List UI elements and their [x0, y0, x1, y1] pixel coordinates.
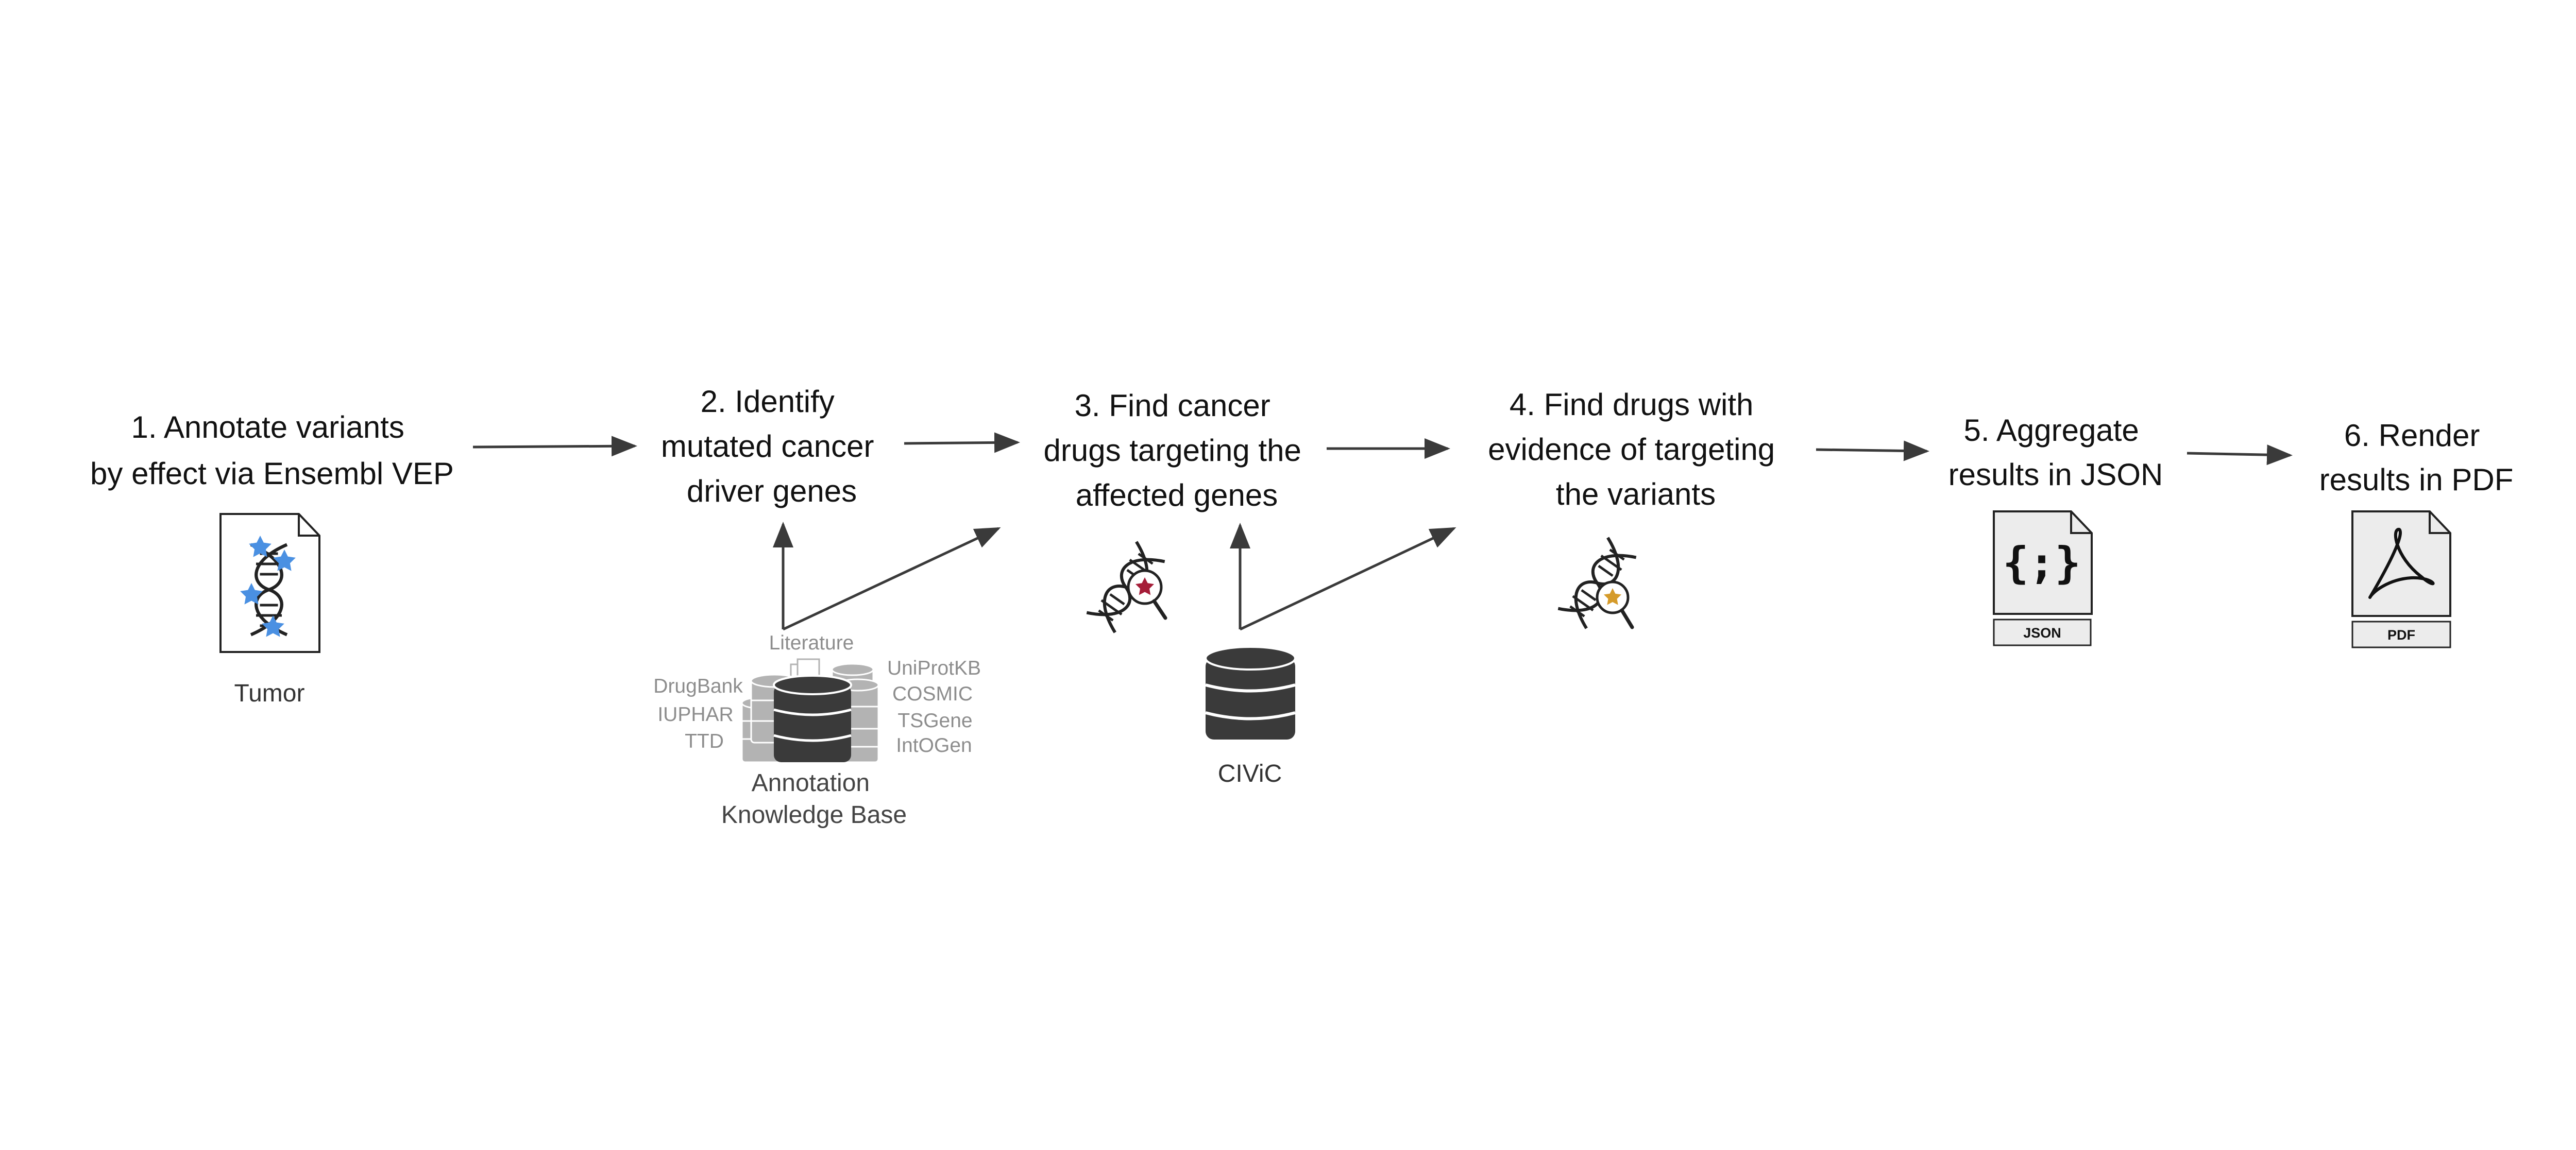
arrow-step2-step3 — [904, 432, 1020, 453]
step-6-title: 6. Render results in PDF — [2319, 418, 2514, 497]
arrow-step1-step2 — [472, 436, 637, 457]
step-1-title: 1. Annotate variants by effect via Ensem… — [90, 410, 454, 491]
step-2-title: 2. Identify mutated cancer driver genes — [661, 384, 883, 508]
kb-source-uniprotkb: UniProtKB — [887, 657, 981, 679]
kb-arrow-diagonal — [782, 527, 1001, 631]
kb-source-drugbank: DrugBank — [653, 675, 743, 697]
step-5-title: 5. Aggregate results in JSON — [1948, 413, 2163, 492]
dna-magnifier-variant-icon — [1558, 538, 1636, 628]
kb-source-tsgene: TSGene — [897, 710, 972, 732]
step-4-title: 4. Find drugs with evidence of targeting… — [1488, 387, 1784, 511]
kb-source-intogen: IntOGen — [896, 734, 972, 757]
json-symbol: {;} — [2003, 538, 2081, 588]
kb-feed-arrows — [773, 522, 1001, 631]
kb-label: Annotation Knowledge Base — [721, 769, 907, 829]
kb-source-ttd: TTD — [685, 730, 724, 752]
civic-label: CIViC — [1218, 760, 1282, 787]
pdf-document-icon: PDF — [2351, 510, 2451, 648]
json-tag: JSON — [2023, 625, 2061, 641]
kb-source-cosmic: COSMIC — [892, 683, 973, 705]
knowledge-base-database-icon — [741, 658, 879, 763]
kb-source-iuphar: IUPHAR — [657, 703, 733, 726]
flow-arrows — [472, 432, 2293, 466]
tumor-label: Tumor — [234, 680, 305, 707]
civic-database-icon — [1205, 646, 1296, 740]
acrobat-logo-icon — [2368, 528, 2435, 599]
kb-source-literature: Literature — [769, 632, 854, 654]
tumor-document-icon — [219, 513, 320, 653]
arrow-step5-step6 — [2187, 444, 2293, 466]
json-document-icon: {;} JSON — [1993, 510, 2093, 646]
civic-feed-arrows — [1230, 523, 1456, 631]
civic-arrow-diagonal — [1239, 527, 1456, 631]
pdf-tag: PDF — [2387, 627, 2415, 643]
arrow-step4-step5 — [1816, 440, 1929, 461]
dna-magnifier-icon — [1087, 542, 1167, 632]
step-3-title: 3. Find cancer drugs targeting the affec… — [1043, 388, 1310, 512]
